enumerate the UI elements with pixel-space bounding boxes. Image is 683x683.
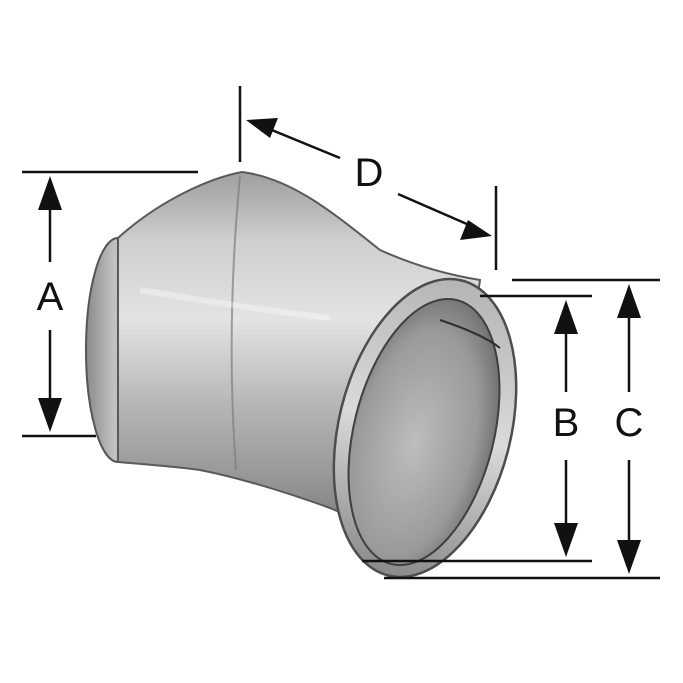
dimension-a-label: A: [37, 275, 64, 319]
dimension-a-arrow-up: [38, 176, 62, 210]
dimension-d-line-right: [397, 192, 477, 230]
dimension-c-arrow-down: [617, 540, 641, 574]
dimension-d-arrow-left: [246, 118, 278, 138]
barrel-seam: [230, 175, 241, 471]
dimension-b-label: B: [553, 401, 580, 445]
dimension-b-arrow-down: [554, 523, 578, 557]
inner-seam: [439, 319, 501, 349]
dimension-c: [384, 278, 660, 580]
dimension-c-label: C: [615, 401, 644, 445]
barrel-highlight: [139, 287, 331, 321]
dimension-d-line-left: [261, 124, 341, 160]
dimension-d-label: D: [355, 151, 384, 195]
dimension-a: [22, 170, 198, 438]
dimension-a-arrow-down: [38, 398, 62, 432]
inner-opening: [347, 297, 501, 567]
dimension-b-arrow-up: [554, 300, 578, 334]
dimension-d-arrow-right: [460, 220, 492, 240]
dimension-b: [362, 294, 592, 563]
dimension-c-arrow-up: [617, 284, 641, 318]
dimension-d: [238, 86, 498, 270]
pipe-reducer-part: [85, 170, 518, 579]
